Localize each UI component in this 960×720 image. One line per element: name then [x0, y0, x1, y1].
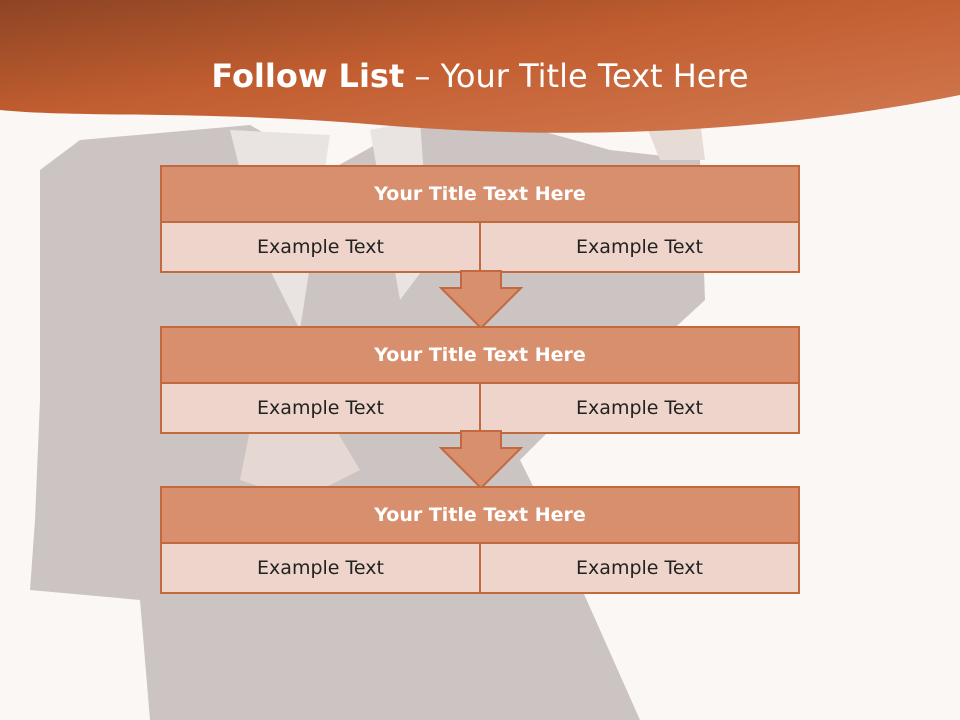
- step-row: Example Text Example Text: [160, 223, 800, 273]
- step-block-2: Your Title Text Here Example Text Exampl…: [160, 326, 800, 434]
- slide-title-rest: – Your Title Text Here: [404, 57, 749, 95]
- step-title: Your Title Text Here: [160, 165, 800, 223]
- step-cell-right: Example Text: [481, 384, 800, 434]
- step-row: Example Text Example Text: [160, 384, 800, 434]
- down-arrow-icon: [439, 430, 523, 490]
- step-cell-right: Example Text: [481, 544, 800, 594]
- slide-title-bold: Follow List: [211, 57, 405, 95]
- step-cell-left: Example Text: [160, 544, 481, 594]
- header-band: [0, 0, 960, 133]
- slide-title: Follow List – Your Title Text Here: [0, 52, 960, 100]
- step-block-1: Your Title Text Here Example Text Exampl…: [160, 165, 800, 273]
- step-cell-left: Example Text: [160, 384, 481, 434]
- step-title: Your Title Text Here: [160, 486, 800, 544]
- step-cell-right: Example Text: [481, 223, 800, 273]
- step-cell-left: Example Text: [160, 223, 481, 273]
- step-title: Your Title Text Here: [160, 326, 800, 384]
- step-block-3: Your Title Text Here Example Text Exampl…: [160, 486, 800, 594]
- down-arrow-icon: [439, 270, 523, 330]
- step-row: Example Text Example Text: [160, 544, 800, 594]
